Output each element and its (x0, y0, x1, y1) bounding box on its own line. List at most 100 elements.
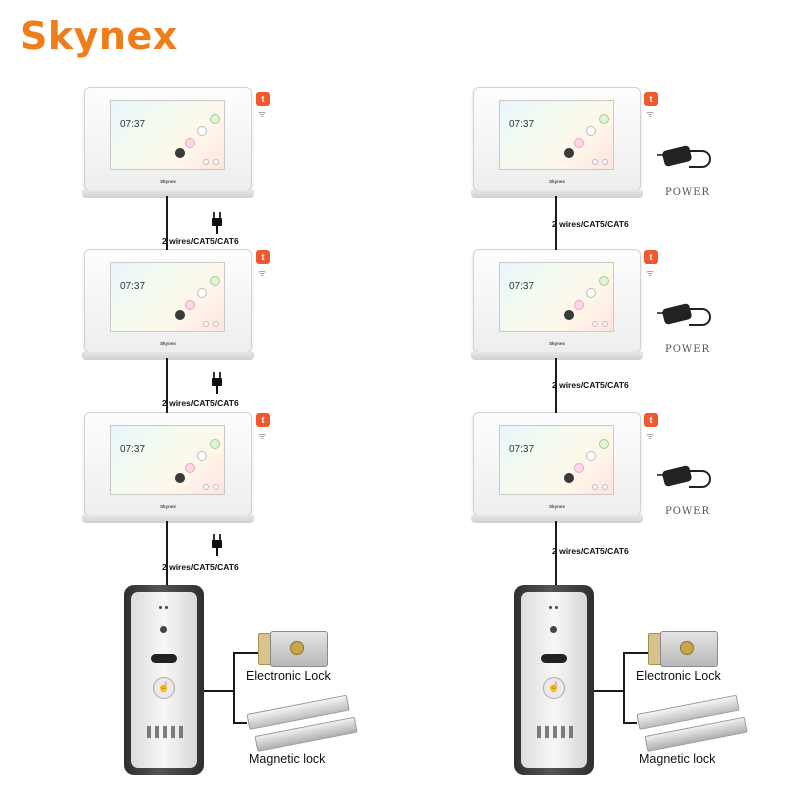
monitor-screen: 07:37 (110, 425, 225, 495)
screen-icon (185, 300, 195, 310)
tuya-t-icon: t (644, 413, 658, 427)
screen-icon (602, 159, 608, 165)
power-label: POWER (665, 344, 711, 355)
monitor-brand-label: Skynex (160, 504, 176, 509)
microphone-dot (165, 606, 168, 609)
wifi-icon: ᯤ (646, 431, 655, 441)
monitor-screen: 07:37 (499, 262, 614, 332)
screen-icon (175, 148, 185, 158)
microphone-dot (159, 606, 162, 609)
hand-icon: ☝ (153, 677, 175, 699)
screen-icon (197, 451, 207, 461)
screen-icon (592, 321, 598, 327)
ir-window (151, 654, 177, 663)
power-plug-icon (211, 534, 223, 556)
brand-logo: Skynex (20, 14, 178, 58)
screen-icon (203, 159, 209, 165)
wire-label: 2 wires/CAT5/CAT6 (552, 219, 629, 229)
wifi-icon: ᯤ (258, 268, 267, 278)
screen-icon (592, 159, 598, 165)
monitor-brand-label: Skynex (160, 341, 176, 346)
monitor-base (82, 190, 254, 198)
wire-label: 2 wires/CAT5/CAT6 (552, 546, 629, 556)
screen-icon (185, 138, 195, 148)
bus-wire (166, 358, 168, 413)
lock-wire (594, 690, 624, 692)
tuya-t-icon: t (256, 92, 270, 106)
power-adapter-icon (655, 298, 711, 334)
bus-wire (166, 196, 168, 250)
screen-icon (175, 473, 185, 483)
electronic-lock-icon (648, 631, 718, 667)
tuya-t-icon: t (644, 250, 658, 264)
lock-wire (233, 652, 235, 724)
monitor-base (82, 515, 254, 523)
wire-label: 2 wires/CAT5/CAT6 (552, 380, 629, 390)
screen-icon (213, 484, 219, 490)
outdoor-doorbell-panel: ☝ (124, 585, 204, 775)
screen-icon (213, 321, 219, 327)
power-plug-icon (211, 212, 223, 234)
bus-wire (555, 521, 557, 588)
bus-wire (555, 358, 557, 413)
power-label: POWER (665, 506, 711, 517)
screen-icon (175, 310, 185, 320)
indoor-monitor: 07:37 Skynex (471, 249, 643, 360)
screen-icon (197, 288, 207, 298)
screen-icon (197, 126, 207, 136)
power-adapter-icon (655, 140, 711, 176)
screen-icon (185, 463, 195, 473)
electronic-lock-icon (258, 631, 328, 667)
power-label: POWER (665, 187, 711, 198)
monitor-brand-label: Skynex (549, 179, 565, 184)
monitor-brand-label: Skynex (549, 504, 565, 509)
speaker-grill (537, 726, 573, 738)
screen-icon (602, 484, 608, 490)
screen-icon (586, 451, 596, 461)
lock-wire (623, 652, 648, 654)
screen-icon (574, 300, 584, 310)
microphone-dot (555, 606, 558, 609)
monitor-brand-label: Skynex (160, 179, 176, 184)
monitor-screen: 07:37 (499, 425, 614, 495)
monitor-brand-label: Skynex (549, 341, 565, 346)
screen-icon (564, 473, 574, 483)
screen-time: 07:37 (509, 444, 535, 455)
monitor-base (471, 190, 643, 198)
monitor-base (82, 352, 254, 360)
screen-icon (586, 126, 596, 136)
screen-icon (213, 159, 219, 165)
magnetic-lock-label: Magnetic lock (639, 752, 716, 766)
screen-time: 07:37 (120, 444, 146, 455)
screen-icon (203, 484, 209, 490)
microphone-dot (549, 606, 552, 609)
bus-wire (166, 521, 168, 588)
wifi-icon: ᯤ (646, 268, 655, 278)
screen-icon (564, 148, 574, 158)
lock-wire (233, 652, 258, 654)
hand-icon: ☝ (543, 677, 565, 699)
screen-icon (210, 276, 220, 286)
power-adapter-icon (655, 460, 711, 496)
screen-icon (599, 276, 609, 286)
ir-window (541, 654, 567, 663)
screen-icon (602, 321, 608, 327)
speaker-grill (147, 726, 183, 738)
screen-time: 07:37 (120, 281, 146, 292)
monitor-base (471, 515, 643, 523)
electronic-lock-label: Electronic Lock (246, 669, 331, 683)
indoor-monitor: 07:37 Skynex (471, 87, 643, 198)
screen-icon (210, 439, 220, 449)
screen-icon (574, 463, 584, 473)
screen-icon (599, 114, 609, 124)
outdoor-doorbell-panel: ☝ (514, 585, 594, 775)
screen-icon (564, 310, 574, 320)
monitor-screen: 07:37 (110, 262, 225, 332)
wire-label: 2 wires/CAT5/CAT6 (162, 236, 239, 246)
tuya-t-icon: t (644, 92, 658, 106)
screen-icon (574, 138, 584, 148)
camera-lens-icon (160, 626, 167, 633)
electronic-lock-label: Electronic Lock (636, 669, 721, 683)
screen-time: 07:37 (509, 119, 535, 130)
lock-wire (204, 690, 234, 692)
